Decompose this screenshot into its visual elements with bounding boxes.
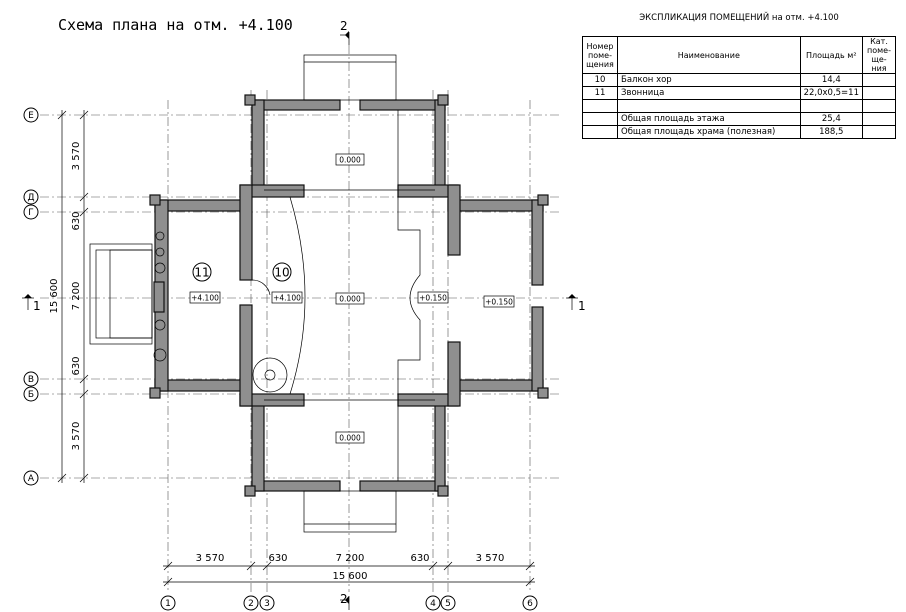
table-row — [582, 99, 896, 113]
axis-row-0: Е — [28, 111, 34, 121]
row-number — [582, 112, 618, 126]
row-area: 188,5 — [799, 125, 864, 139]
level-room10: +4.100 — [273, 294, 301, 303]
level-east2: +0.150 — [485, 298, 513, 307]
section-mark-2-top: 2 — [340, 19, 348, 33]
row-axis-bubbles: Е Д Г В Б А — [23, 107, 39, 486]
dim-left-4: 3 570 — [71, 422, 82, 451]
axis-row-5: А — [28, 474, 35, 484]
row-number — [582, 99, 618, 113]
row-number — [582, 125, 618, 139]
section-mark-1-left: 1 — [33, 299, 41, 313]
dim-bottom-0: 3 570 — [196, 553, 225, 564]
axis-col-1: 2 — [248, 599, 254, 609]
dim-bottom-2: 7 200 — [336, 553, 365, 564]
row-area: 14,4 — [799, 73, 864, 87]
grid-lines — [40, 45, 570, 592]
table-row: Общая площадь храма (полезная) 188,5 — [582, 125, 896, 139]
axis-row-1: Д — [27, 193, 34, 203]
table-row: Общая площадь этажа 25,4 — [582, 112, 896, 126]
axis-row-4: Б — [28, 390, 34, 400]
level-marks: 0.000 0.000 0.000 +4.100 +4.100 +0.150 +… — [189, 153, 515, 444]
room-numbers: 11 10 — [192, 262, 292, 282]
level-east1: +0.150 — [419, 294, 447, 303]
dim-left-3: 630 — [71, 356, 82, 375]
table-row: 10 Балкон хор 14,4 — [582, 73, 896, 87]
level-top: 0.000 — [339, 156, 361, 165]
section-mark-1-right: 1 — [578, 299, 586, 313]
dim-bottom-4: 3 570 — [476, 553, 505, 564]
dimension-chain-bottom: 3 570 630 7 200 630 3 570 15 600 — [163, 553, 535, 587]
walls — [149, 94, 549, 497]
balconies — [89, 54, 397, 533]
axis-col-3: 4 — [430, 599, 436, 609]
row-number: 11 — [582, 86, 618, 100]
level-bottom: 0.000 — [339, 434, 361, 443]
row-area: 22,0х0,5=11 — [799, 86, 864, 100]
level-center: 0.000 — [339, 295, 361, 304]
room-number-11: 11 — [194, 266, 209, 280]
axis-row-3: В — [28, 375, 34, 385]
axis-col-2: 3 — [264, 599, 270, 609]
section-marks: 2 2 1 1 — [22, 19, 586, 610]
dim-left-2: 7 200 — [71, 282, 82, 311]
explication-title: ЭКСПЛИКАЦИЯ ПОМЕЩЕНИЙ на отм. +4.100 — [639, 13, 839, 23]
axis-col-5: 6 — [527, 599, 533, 609]
dim-left-5: 15 600 — [49, 279, 60, 314]
header-name: Наименование — [617, 36, 801, 74]
interior-lines — [153, 110, 435, 481]
table-header-row: Номер поме- щения Наименование Площадь м… — [582, 36, 896, 74]
axis-col-0: 1 — [165, 599, 171, 609]
header-area: Площадь м² — [799, 36, 864, 74]
dim-bottom-5: 15 600 — [333, 571, 368, 582]
explication-table: Номер поме- щения Наименование Площадь м… — [582, 36, 896, 139]
row-number: 10 — [582, 73, 618, 87]
section-mark-2-bottom: 2 — [340, 592, 348, 606]
plan-title: Схема плана на отм. +4.100 — [58, 16, 293, 34]
row-area: 25,4 — [799, 112, 864, 126]
dim-left-1: 630 — [71, 211, 82, 230]
row-category — [862, 99, 896, 113]
row-area — [799, 99, 864, 113]
row-name: Звонница — [617, 86, 801, 100]
header-category: Кат. поме- ще- ния — [862, 36, 896, 74]
dim-bottom-3: 630 — [410, 553, 429, 564]
row-category — [862, 73, 896, 87]
row-name: Общая площадь храма (полезная) — [617, 125, 801, 139]
row-name: Балкон хор — [617, 73, 801, 87]
dimension-chain-left: 3 570 630 7 200 630 3 570 15 600 — [49, 110, 89, 483]
dim-left-0: 3 570 — [71, 142, 82, 171]
level-room11: +4.100 — [191, 294, 219, 303]
row-name — [617, 99, 801, 113]
row-category — [862, 125, 896, 139]
dim-bottom-1: 630 — [268, 553, 287, 564]
axis-col-4: 5 — [445, 599, 451, 609]
header-number: Номер поме- щения — [582, 36, 618, 74]
row-name: Общая площадь этажа — [617, 112, 801, 126]
column-axis-bubbles: 1 2 3 4 5 6 — [160, 595, 538, 611]
room-number-10: 10 — [274, 266, 289, 280]
row-category — [862, 112, 896, 126]
table-row: 11 Звонница 22,0х0,5=11 — [582, 86, 896, 100]
row-category — [862, 86, 896, 100]
axis-row-2: Г — [28, 208, 34, 218]
